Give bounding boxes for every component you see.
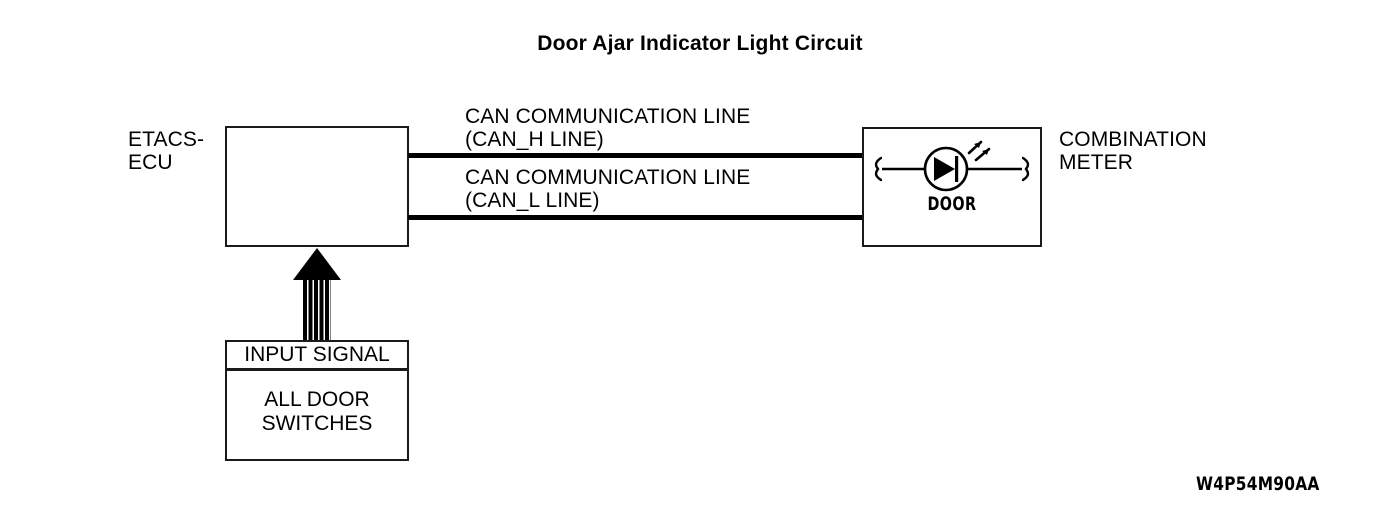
can-h-line [408, 153, 863, 158]
reference-code: W4P54M90AA [1196, 473, 1320, 495]
etacs-ecu-box [225, 126, 409, 247]
diagram-title: Door Ajar Indicator Light Circuit [537, 32, 863, 55]
all-door-switches-label: ALL DOOR SWITCHES [261, 388, 373, 435]
input-signal-box [225, 340, 409, 461]
can-h-label-group: CAN COMMUNICATION LINE(CAN_H LINE) [465, 105, 750, 151]
can-l-label-line2: (CAN_L LINE) [465, 189, 600, 212]
input-signal-arrow-head [293, 248, 341, 280]
can-h-label-line2: (CAN_H LINE) [465, 128, 604, 151]
can-l-label-line1: CAN COMMUNICATION LINE [465, 166, 751, 189]
etacs-ecu-label: ETACS- ECU [128, 128, 205, 174]
can-l-line [408, 215, 863, 220]
can-l-label-group: CAN COMMUNICATION LINE(CAN_L LINE) [465, 166, 750, 212]
can-h-label-line1: CAN COMMUNICATION LINE [465, 105, 751, 128]
door-indicator-label: DOOR [927, 193, 977, 215]
input-signal-divider [227, 368, 407, 371]
input-signal-arrow-shaft [303, 277, 331, 340]
combination-meter-label: COMBINATION METER [1059, 128, 1207, 174]
led-indicator-icon [874, 140, 1030, 192]
input-signal-header: INPUT SIGNAL [244, 343, 390, 366]
